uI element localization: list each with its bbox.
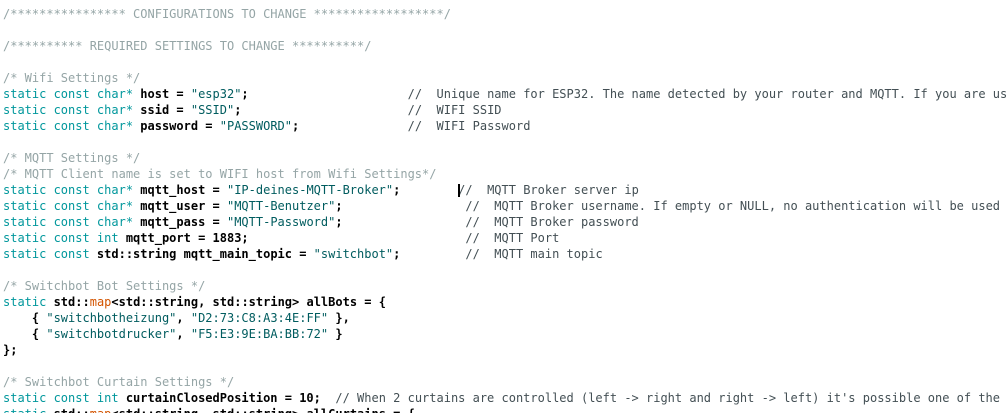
- code-line[interactable]: static const char* mqtt_user = "MQTT-Ben…: [3, 198, 1007, 214]
- code-string: "PASSWORD": [219, 119, 292, 133]
- code-text: };: [3, 343, 18, 357]
- code-block-comment: /**************** CONFIGURATIONS TO CHAN…: [3, 7, 451, 21]
- code-line[interactable]: { "switchbotheizung", "D2:73:C8:A3:4E:FF…: [3, 310, 1007, 326]
- code-string: "SSID": [190, 103, 235, 117]
- code-line-comment: // WIFI Password: [407, 119, 531, 133]
- code-text: ssid =: [133, 103, 191, 117]
- code-line[interactable]: static const char* mqtt_host = "IP-deine…: [3, 182, 1007, 198]
- code-text: host =: [133, 87, 191, 101]
- code-string: "MQTT-Benutzer": [226, 199, 336, 213]
- code-text: {: [3, 327, 47, 341]
- code-text: password =: [133, 119, 220, 133]
- code-line[interactable]: /********** REQUIRED SETTINGS TO CHANGE …: [3, 38, 1007, 54]
- code-block-comment: /* Wifi Settings */: [3, 71, 141, 85]
- code-function: map: [90, 407, 112, 413]
- code-line[interactable]: /**************** CONFIGURATIONS TO CHAN…: [3, 6, 1007, 22]
- code-block-comment: /* Switchbot Bot Settings */: [3, 279, 206, 293]
- code-keyword: static: [3, 295, 47, 309]
- code-text: std::: [46, 295, 90, 309]
- code-block-comment: /* Switchbot Curtain Settings */: [3, 375, 235, 389]
- code-text: mqtt_user =: [133, 199, 227, 213]
- code-text: ,: [176, 311, 191, 325]
- code-text: ;: [241, 87, 408, 101]
- code-line[interactable]: /* MQTT Settings */: [3, 150, 1007, 166]
- code-line[interactable]: static std::map<std::string, std::string…: [3, 294, 1007, 310]
- code-line-comment: // When 2 curtains are controlled (left …: [335, 391, 1007, 405]
- code-block-comment: /********** REQUIRED SETTINGS TO CHANGE …: [3, 39, 372, 53]
- code-text: mqtt_host =: [133, 183, 227, 197]
- code-line-comment: // MQTT Port: [465, 231, 560, 245]
- code-line[interactable]: /* MQTT Client name is set to WIFI host …: [3, 166, 1007, 182]
- code-text: std::string mqtt_main_topic =: [89, 247, 314, 261]
- code-keyword: static const char*: [3, 119, 134, 133]
- code-string: "switchbotheizung": [46, 311, 177, 325]
- code-text: ;: [393, 247, 466, 261]
- code-keyword: static const char*: [3, 183, 134, 197]
- code-line-comment: // MQTT Broker server ip: [458, 183, 639, 197]
- code-keyword: static const char*: [3, 103, 134, 117]
- text-cursor: [458, 184, 461, 197]
- code-string: "esp32": [190, 87, 242, 101]
- code-line[interactable]: /* Switchbot Bot Settings */: [3, 278, 1007, 294]
- code-function: map: [89, 295, 112, 309]
- code-line-comment: // WIFI SSID: [407, 103, 502, 117]
- code-text: ;: [335, 199, 466, 213]
- code-keyword: static const char*: [3, 199, 134, 213]
- code-text: ,: [176, 327, 191, 341]
- code-string: "switchbot": [313, 247, 394, 261]
- code-line[interactable]: [3, 262, 1007, 278]
- code-line[interactable]: static std::map<std::string, std::string…: [3, 406, 1007, 413]
- code-text: ;: [292, 119, 408, 133]
- code-keyword: static const int: [3, 391, 119, 405]
- code-keyword: static const char*: [3, 215, 134, 229]
- code-line[interactable]: /* Switchbot Curtain Settings */: [3, 374, 1007, 390]
- code-line-comment: // Unique name for ESP32. The name detec…: [407, 87, 1007, 101]
- code-text: mqtt_port = 1883;: [118, 231, 466, 245]
- code-line[interactable]: [3, 54, 1007, 70]
- code-line[interactable]: };: [3, 342, 1007, 358]
- code-keyword: static const int: [3, 231, 119, 245]
- code-block-comment: /* MQTT Settings */: [3, 151, 141, 165]
- code-string: "MQTT-Password": [226, 215, 336, 229]
- code-line[interactable]: static const char* password = "PASSWORD"…: [3, 118, 1007, 134]
- code-block-comment: /* MQTT Client name is set to WIFI host …: [3, 167, 437, 181]
- code-text: ;: [335, 215, 466, 229]
- code-string: "D2:73:C8:A3:4E:FF": [190, 311, 329, 325]
- code-line[interactable]: static const int mqtt_port = 1883; // MQ…: [3, 230, 1007, 246]
- code-line-comment: // MQTT main topic: [465, 247, 603, 261]
- code-line[interactable]: /* Wifi Settings */: [3, 70, 1007, 86]
- code-text: }: [328, 327, 343, 341]
- code-keyword: static const: [3, 247, 90, 261]
- code-keyword: static const char*: [3, 87, 134, 101]
- code-text: ;: [393, 183, 459, 197]
- code-text: mqtt_pass =: [133, 215, 227, 229]
- code-string: "F5:E3:9E:BA:BB:72": [190, 327, 329, 341]
- code-text: },: [328, 311, 350, 325]
- code-line[interactable]: static const char* host = "esp32"; // Un…: [3, 86, 1007, 102]
- code-line[interactable]: [3, 358, 1007, 374]
- code-line-comment: // MQTT Broker username. If empty or NUL…: [465, 199, 1001, 213]
- code-string: "switchbotdrucker": [46, 327, 177, 341]
- code-line[interactable]: static const int curtainClosedPosition =…: [3, 390, 1007, 406]
- code-text: <std::string, std::string> allBots = {: [111, 295, 386, 309]
- code-text: ;: [234, 103, 408, 117]
- code-line[interactable]: static const std::string mqtt_main_topic…: [3, 246, 1007, 262]
- code-line[interactable]: [3, 22, 1007, 38]
- code-text: {: [3, 311, 47, 325]
- code-text: <std::string, std::string> allCurtains =…: [111, 407, 414, 413]
- code-line[interactable]: static const char* mqtt_pass = "MQTT-Pas…: [3, 214, 1007, 230]
- code-line-comment: // MQTT Broker password: [465, 215, 639, 229]
- code-string: "IP-deines-MQTT-Broker": [226, 183, 394, 197]
- code-line[interactable]: { "switchbotdrucker", "F5:E3:9E:BA:BB:72…: [3, 326, 1007, 342]
- code-text: std::: [46, 407, 90, 413]
- code-keyword: static: [3, 407, 46, 413]
- code-line[interactable]: static const char* ssid = "SSID"; // WIF…: [3, 102, 1007, 118]
- code-line[interactable]: [3, 134, 1007, 150]
- code-text: curtainClosedPosition = 10;: [118, 391, 336, 405]
